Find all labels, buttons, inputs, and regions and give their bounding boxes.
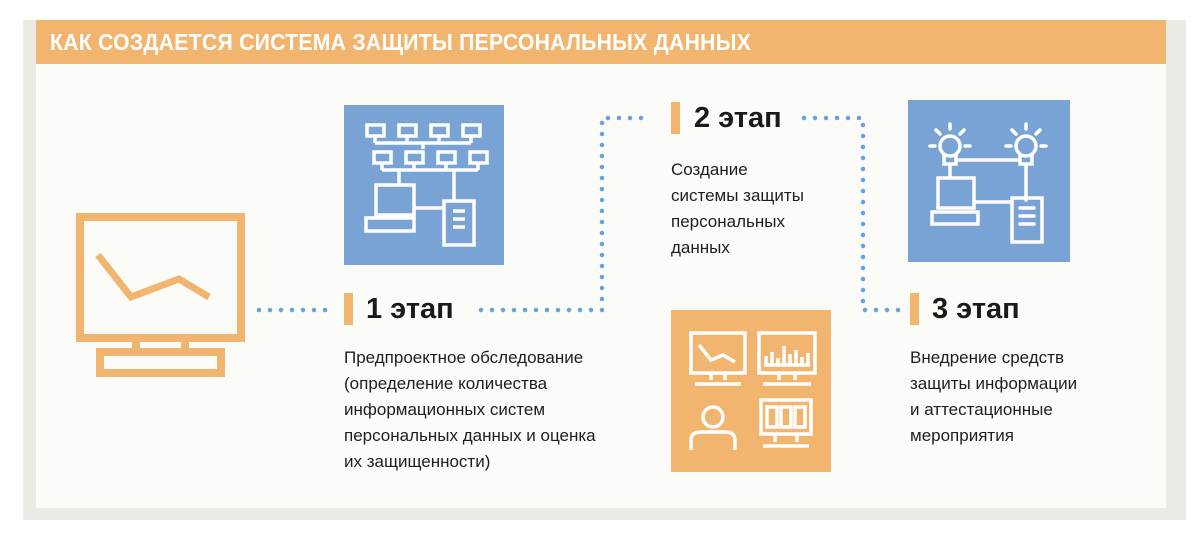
stage3-title: 3 этап bbox=[932, 293, 1020, 325]
lit-network-tile bbox=[908, 100, 1070, 262]
stage3-marker bbox=[910, 293, 919, 325]
network-hierarchy-icon bbox=[364, 123, 489, 247]
stage2-title: 2 этап bbox=[694, 102, 782, 134]
monitor-chart-icon bbox=[76, 213, 245, 377]
connector-stage1-to-stage2 bbox=[478, 115, 649, 313]
stage1-description: Предпроектное обследование (определение … bbox=[344, 348, 596, 471]
header-bar: КАК СОЗДАЕТСЯ СИСТЕМА ЗАЩИТЫ ПЕРСОНАЛЬНЫ… bbox=[36, 20, 1166, 64]
monitoring-workstation-tile bbox=[671, 310, 831, 472]
lit-network-icon bbox=[928, 122, 1048, 244]
network-hierarchy-tile bbox=[344, 105, 504, 265]
stage1-title: 1 этап bbox=[366, 293, 454, 325]
monitoring-workstation-icon bbox=[689, 331, 817, 450]
stage1-marker bbox=[344, 293, 353, 325]
stage2-description: Создание системы защиты персональных дан… bbox=[671, 160, 804, 257]
connector-stage2-to-stage3 bbox=[801, 115, 903, 313]
stage3-description: Внедрение средств защиты информации и ат… bbox=[910, 348, 1078, 445]
page-title: КАК СОЗДАЕТСЯ СИСТЕМА ЗАЩИТЫ ПЕРСОНАЛЬНЫ… bbox=[50, 29, 752, 55]
stage2-marker bbox=[671, 102, 680, 134]
